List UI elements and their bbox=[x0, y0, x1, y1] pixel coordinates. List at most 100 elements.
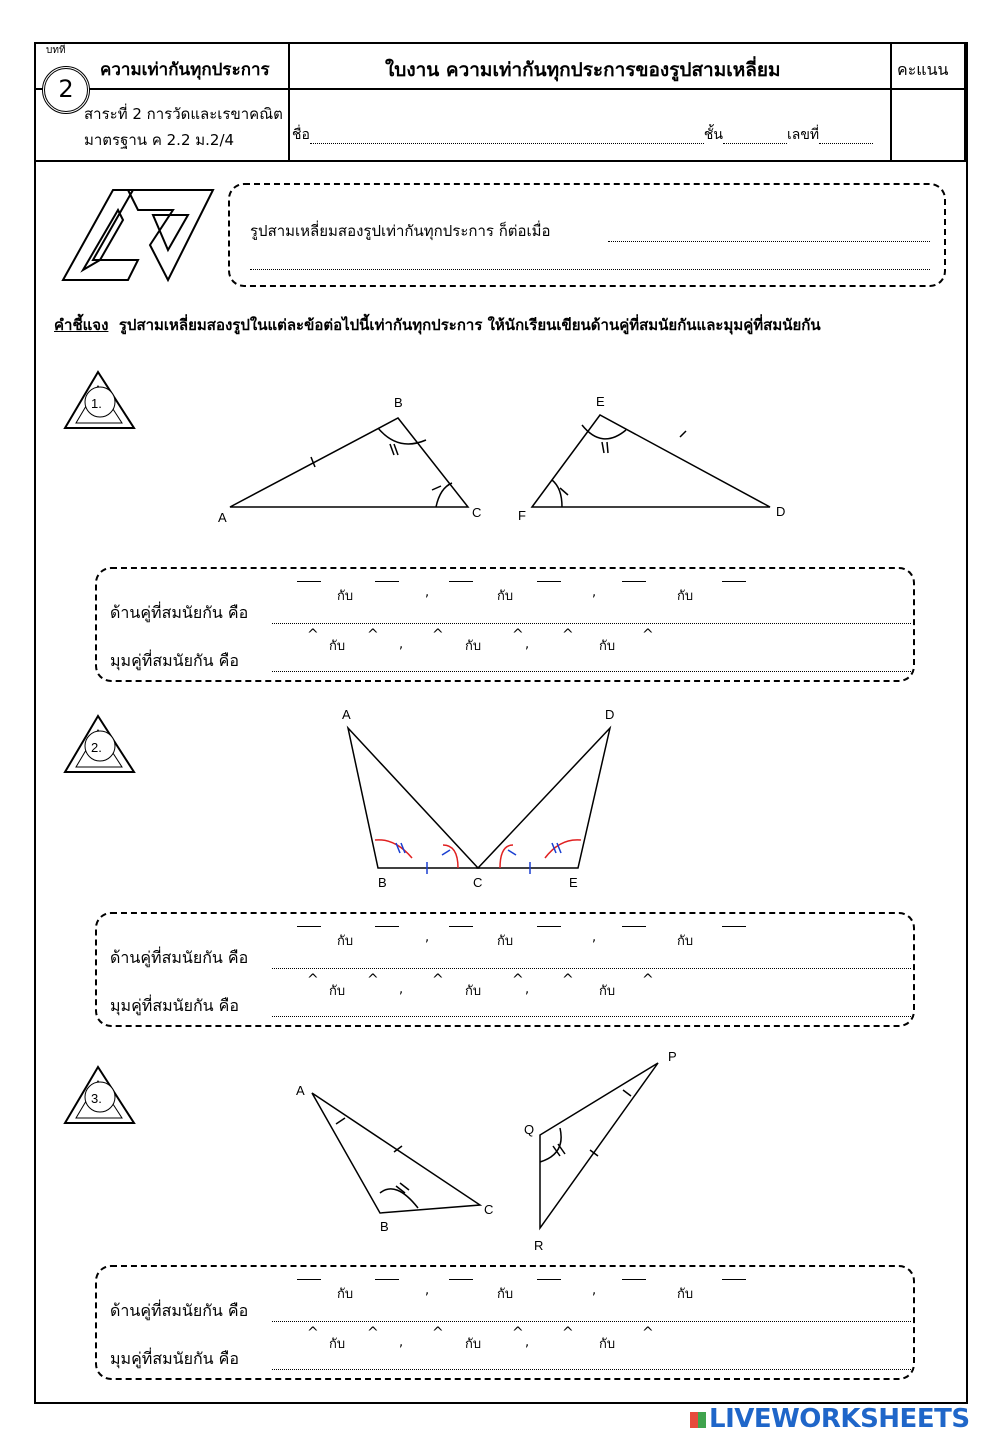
angle-hat-mark: ^ bbox=[307, 1325, 319, 1341]
sides-label: ด้านคู่ที่สมนัยกัน คือ bbox=[110, 948, 249, 967]
answer-box-2: กับ , กับ , กับ ด้านคู่ที่สมนัยกัน คือ ^… bbox=[95, 912, 915, 1027]
angle-hat-mark: ^ bbox=[367, 1325, 379, 1341]
score-cell bbox=[890, 88, 966, 162]
student-info-row: ชื่อ ชั้น เลขที่ bbox=[292, 124, 874, 146]
angle-hat-mark: ^ bbox=[432, 627, 444, 643]
unit-title: ความเท่ากันทุกประการ bbox=[100, 60, 270, 80]
sides-label: ด้านคู่ที่สมนัยกัน คือ bbox=[110, 603, 249, 622]
angle-hat-mark: ^ bbox=[307, 627, 319, 643]
angle-hat-mark: ^ bbox=[432, 972, 444, 988]
with-word: กับ bbox=[337, 934, 354, 949]
corresponding-sides-input[interactable] bbox=[272, 1301, 911, 1322]
with-word: กับ bbox=[677, 1287, 694, 1302]
lesson-label: บทที่ bbox=[46, 45, 66, 56]
angles-label: มุมคู่ที่สมนัยกัน คือ bbox=[110, 651, 239, 670]
overline-mark bbox=[722, 581, 746, 582]
class-input[interactable] bbox=[723, 126, 787, 144]
overline-mark bbox=[449, 1279, 473, 1280]
corresponding-angles-input[interactable] bbox=[272, 996, 911, 1017]
score-label: คะแนน bbox=[897, 60, 949, 79]
angle-hat-mark: ^ bbox=[432, 1325, 444, 1341]
overline-mark bbox=[449, 581, 473, 582]
lesson-number-badge: 2 bbox=[42, 66, 90, 114]
with-word: กับ bbox=[329, 1337, 346, 1352]
comma: , bbox=[525, 1335, 530, 1350]
liveworksheets-icon bbox=[690, 1411, 706, 1428]
angles-label: มุมคู่ที่สมนัยกัน คือ bbox=[110, 996, 239, 1015]
corresponding-angles-input[interactable] bbox=[272, 651, 911, 672]
overline-mark bbox=[375, 1279, 399, 1280]
answer-box-3: กับ , กับ , กับ ด้านคู่ที่สมนัยกัน คือ ^… bbox=[95, 1265, 915, 1380]
with-word: กับ bbox=[329, 984, 346, 999]
comma: , bbox=[399, 1335, 404, 1350]
angle-hat-mark: ^ bbox=[642, 1325, 654, 1341]
corresponding-sides-input[interactable] bbox=[272, 603, 911, 624]
question-1-number: 1. bbox=[91, 396, 102, 411]
angle-hat-mark: ^ bbox=[307, 972, 319, 988]
with-word: กับ bbox=[599, 984, 616, 999]
brand-text: LIVEWORKSHEETS bbox=[709, 1404, 970, 1434]
overline-mark bbox=[297, 581, 321, 582]
question-3-icon: 3. bbox=[60, 1063, 138, 1129]
instruction: คำชี้แจง รูปสามเหลี่ยมสองรูปในแต่ละข้อต่… bbox=[54, 313, 821, 337]
comma: , bbox=[425, 585, 430, 600]
question-2-icon: 2. bbox=[60, 712, 138, 778]
angle-hat-mark: ^ bbox=[562, 627, 574, 643]
definition-prompt: รูปสามเหลี่ยมสองรูปเท่ากันทุกประการ ก็ต่… bbox=[250, 222, 551, 240]
angle-hat-mark: ^ bbox=[367, 627, 379, 643]
corresponding-angles-input[interactable] bbox=[272, 1349, 911, 1370]
with-word: กับ bbox=[599, 639, 616, 654]
angle-hat-mark: ^ bbox=[642, 627, 654, 643]
comma: , bbox=[592, 585, 597, 600]
overline-mark bbox=[622, 1279, 646, 1280]
with-word: กับ bbox=[599, 1337, 616, 1352]
number-input[interactable] bbox=[819, 126, 874, 144]
definition-input-line2[interactable] bbox=[250, 249, 930, 270]
instruction-text: รูปสามเหลี่ยมสองรูปในแต่ละข้อต่อไปนี้เท่… bbox=[118, 316, 821, 334]
overline-mark bbox=[722, 1279, 746, 1280]
question-3-number: 3. bbox=[91, 1091, 102, 1106]
overline-mark bbox=[722, 926, 746, 927]
with-word: กับ bbox=[337, 1287, 354, 1302]
comma: , bbox=[525, 637, 530, 652]
with-word: กับ bbox=[677, 589, 694, 604]
question-1-icon: 1. bbox=[60, 368, 138, 434]
angles-label: มุมคู่ที่สมนัยกัน คือ bbox=[110, 1349, 239, 1368]
comma: , bbox=[399, 982, 404, 997]
angle-hat-mark: ^ bbox=[512, 627, 524, 643]
with-word: กับ bbox=[465, 639, 482, 654]
number-label: เลขที่ bbox=[787, 127, 820, 143]
corresponding-sides-input[interactable] bbox=[272, 948, 911, 969]
with-word: กับ bbox=[329, 639, 346, 654]
with-word: กับ bbox=[465, 984, 482, 999]
overline-mark bbox=[449, 926, 473, 927]
overline-mark bbox=[297, 1279, 321, 1280]
liveworksheets-logo: LIVEWORKSHEETS bbox=[690, 1404, 970, 1434]
comma: , bbox=[525, 982, 530, 997]
angle-hat-mark: ^ bbox=[512, 972, 524, 988]
with-word: กับ bbox=[677, 934, 694, 949]
overline-mark bbox=[375, 581, 399, 582]
comma: , bbox=[425, 930, 430, 945]
angle-hat-mark: ^ bbox=[562, 1325, 574, 1341]
with-word: กับ bbox=[465, 1337, 482, 1352]
angle-hat-mark: ^ bbox=[642, 972, 654, 988]
comma: , bbox=[592, 1283, 597, 1298]
worksheet-title: ใบงาน ความเท่ากันทุกประการของรูปสามเหลี่… bbox=[385, 59, 781, 81]
comma: , bbox=[425, 1283, 430, 1298]
overline-mark bbox=[622, 926, 646, 927]
angle-hat-mark: ^ bbox=[562, 972, 574, 988]
strand-text: สาระที่ 2 การวัดและเรขาคณิต bbox=[84, 105, 283, 123]
overline-mark bbox=[537, 1279, 561, 1280]
sides-label: ด้านคู่ที่สมนัยกัน คือ bbox=[110, 1301, 249, 1320]
definition-input-line1[interactable] bbox=[608, 221, 930, 242]
class-label: ชั้น bbox=[703, 127, 723, 143]
angle-hat-mark: ^ bbox=[512, 1325, 524, 1341]
with-word: กับ bbox=[337, 589, 354, 604]
angle-hat-mark: ^ bbox=[367, 972, 379, 988]
overline-mark bbox=[375, 926, 399, 927]
with-word: กับ bbox=[497, 934, 514, 949]
with-word: กับ bbox=[497, 589, 514, 604]
name-input[interactable] bbox=[309, 126, 704, 144]
